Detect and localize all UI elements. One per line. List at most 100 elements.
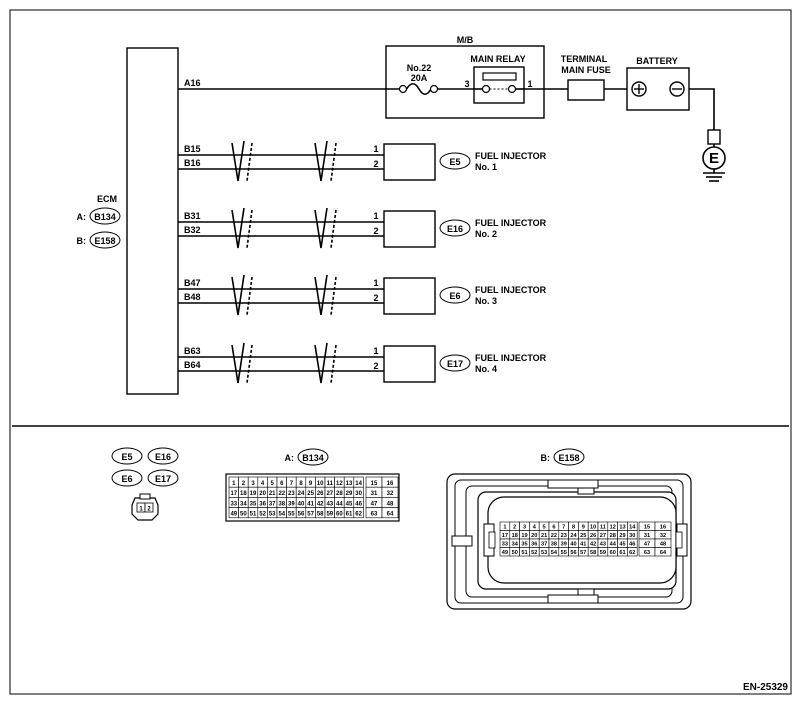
twist-mark-solid — [231, 207, 245, 249]
injector-pin-a: B15 — [184, 144, 201, 154]
twist-mark-dashed — [330, 142, 337, 182]
fuse-rating: 20A — [411, 73, 428, 83]
connector-a-pin-number: 37 — [269, 501, 276, 507]
connector-b-pin-number: 25 — [580, 533, 586, 539]
connector-a-pin-number: 26 — [317, 491, 324, 497]
connector-a-pin-number: 23 — [288, 491, 295, 497]
connector-a-side-pin-number: 47 — [371, 501, 378, 507]
legend-badge-e16 — [147, 447, 179, 465]
connector-a-pin-number: 54 — [278, 512, 285, 518]
connector-a-pin-number: 28 — [336, 491, 343, 497]
connector-b-pin-number: 24 — [570, 533, 577, 539]
injector-term-a: 1 — [373, 211, 378, 221]
connector-b-pin-number: 21 — [541, 533, 547, 539]
connector-b-pin-number: 4 — [533, 524, 537, 530]
connector-a-pin-number: 59 — [326, 512, 333, 518]
ecm-label: ECM — [97, 194, 117, 204]
twist-mark-dashed — [246, 142, 253, 182]
connector-a-pin-number: 49 — [230, 512, 237, 518]
connector-b-side-pin-number: 63 — [644, 550, 650, 556]
injector-connector-badge — [439, 286, 471, 304]
connector-b-pin-number: 52 — [531, 550, 537, 556]
connector-b-pin-number: 45 — [619, 541, 625, 547]
legend-badge-e5 — [111, 447, 143, 465]
connector-a-pin-number: 18 — [240, 491, 247, 497]
injector-connector-latch — [139, 493, 151, 500]
injector-term-b: 2 — [373, 226, 378, 236]
connector-a-side-pin-number: 15 — [371, 481, 378, 487]
connector-a-pin-number: 4 — [261, 481, 265, 487]
connector-a-side-pin-number: 64 — [387, 512, 394, 518]
connector-a-pin-number: 33 — [230, 501, 237, 507]
relay-coil-icon — [482, 72, 517, 81]
connector-b-side-pin-cell — [654, 547, 672, 557]
connector-b-pin-number: 34 — [512, 541, 519, 547]
connector-a-pin-number: 1 — [232, 481, 236, 487]
relay-label: MAIN RELAY — [470, 54, 525, 64]
connector-a-pin-number: 53 — [269, 512, 276, 518]
connector-a-pin-number: 39 — [288, 501, 295, 507]
connector-b-pin-number: 33 — [502, 541, 508, 547]
injector-connector-badge — [439, 354, 471, 372]
connector-b-pin-number: 38 — [551, 541, 557, 547]
connector-b-pin-number: 57 — [580, 550, 586, 556]
legend-connector-a-badge — [297, 448, 329, 466]
mb-box — [385, 45, 545, 119]
injector-name: FUEL INJECTOR — [475, 151, 547, 161]
connector-b-top-tab — [547, 479, 599, 489]
connector-a-pin-number: 11 — [327, 481, 334, 487]
injector-pin-b: B48 — [184, 292, 201, 302]
connector-b-pin-number: 14 — [629, 524, 636, 530]
injector-connector-code: E17 — [447, 359, 463, 369]
connector-a-pin-number: 35 — [250, 501, 257, 507]
connector-b-pin-number: 2 — [513, 524, 516, 530]
connector-b-pin-number: 54 — [551, 550, 558, 556]
connector-a-pin-number: 3 — [251, 481, 255, 487]
connector-a-pin-number: 38 — [278, 501, 285, 507]
connector-b-side-pin-number: 16 — [660, 524, 666, 530]
connector-a-pin-number: 51 — [250, 512, 257, 518]
injector-pin-b: B32 — [184, 225, 201, 235]
connector-b-pin-number: 18 — [512, 533, 518, 539]
injector-pin-b: B16 — [184, 158, 201, 168]
connector-a-pin-number: 56 — [298, 512, 305, 518]
connector-a-pin-number: 46 — [355, 501, 362, 507]
twist-mark-dashed — [246, 276, 253, 316]
injector-term-b: 2 — [373, 361, 378, 371]
injector-box — [383, 277, 436, 315]
connector-b-side-pin-number: 48 — [660, 541, 666, 547]
injector-name: FUEL INJECTOR — [475, 285, 547, 295]
injector-box — [383, 345, 436, 383]
twist-mark-solid — [314, 274, 328, 316]
connector-b-pin-number: 3 — [523, 524, 526, 530]
injector-number: No. 4 — [475, 364, 497, 374]
twist-mark-dashed — [246, 209, 253, 249]
connector-a-pin-number: 29 — [346, 491, 353, 497]
injector-connector-legend: E5 E16 E6 E17 1 2 — [111, 447, 179, 521]
connector-b-left-latch — [451, 535, 473, 547]
injector-number: No. 1 — [475, 162, 497, 172]
twist-mark-solid — [231, 342, 245, 384]
fuse-terminal-left — [398, 84, 408, 94]
connector-b-pin-number: 43 — [600, 541, 606, 547]
connector-b-bottom-key — [577, 588, 595, 596]
connector-b-pin-number: 39 — [561, 541, 567, 547]
relay-contact-left — [481, 84, 491, 94]
connector-a-pin-number: 19 — [250, 491, 257, 497]
connector-a-pin-number: 57 — [307, 512, 314, 518]
twist-mark-dashed — [330, 344, 337, 384]
injector-pin-a: B47 — [184, 278, 201, 288]
legend-connector-b-prefix: B: — [541, 453, 551, 463]
connector-a-pin-number: 10 — [317, 481, 324, 487]
twist-mark-dashed — [330, 276, 337, 316]
connector-a-pin-number: 30 — [355, 491, 362, 497]
legend-connector-b-badge — [553, 448, 585, 466]
